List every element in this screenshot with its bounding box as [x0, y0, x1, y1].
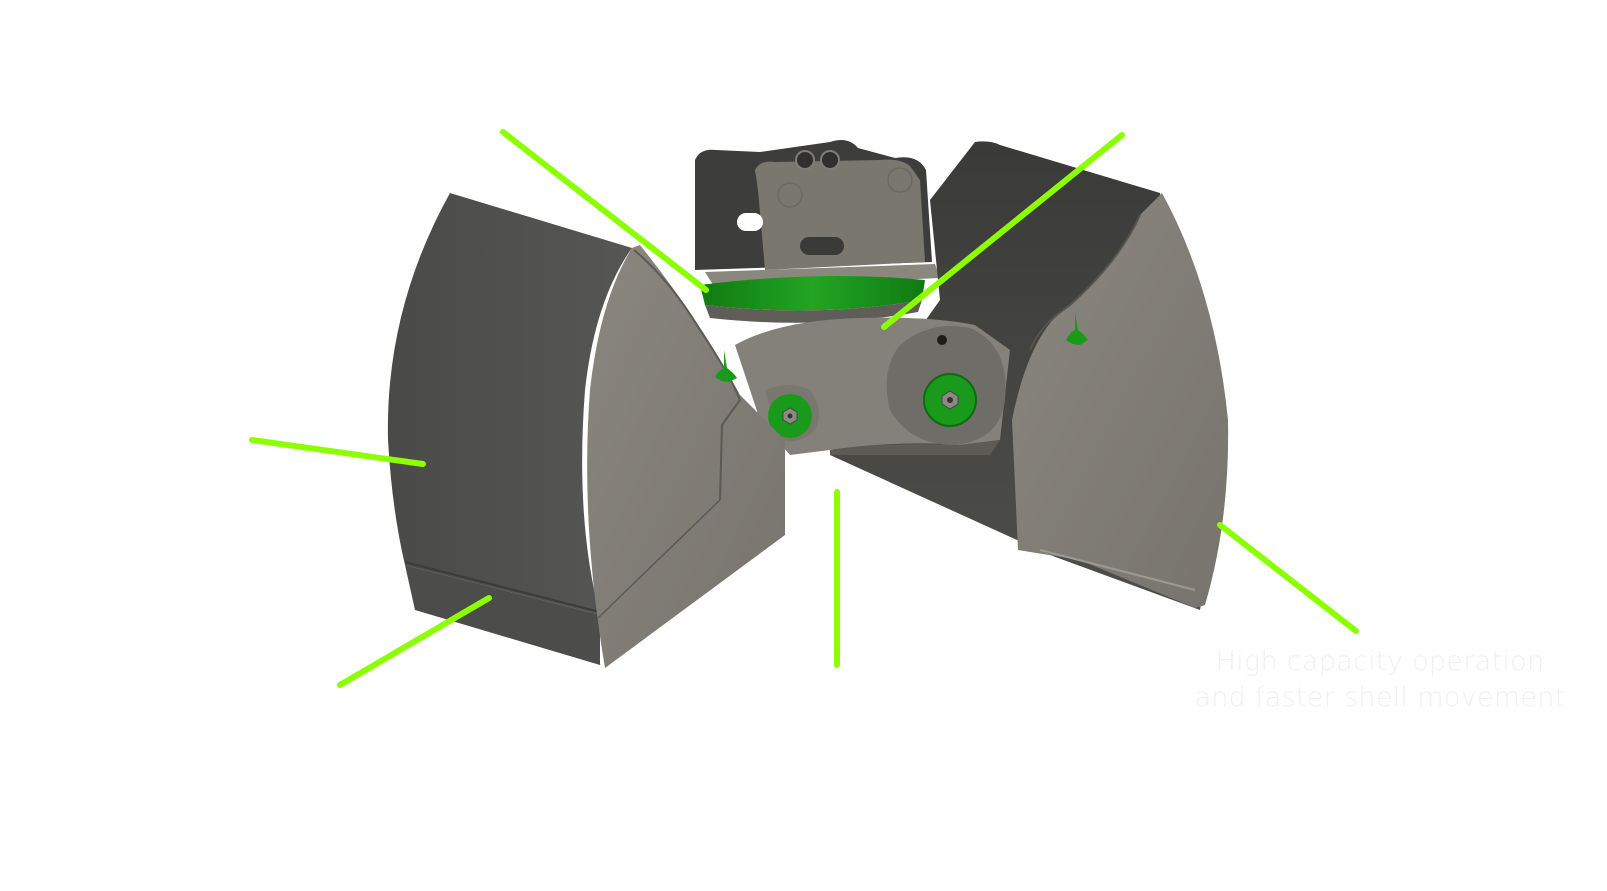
callout-line-bottom-right [1217, 522, 1359, 634]
right-shell [830, 141, 1229, 610]
bird-logo-right [1066, 312, 1088, 345]
callout-line-top-right [881, 132, 1125, 330]
right-pivot [886, 326, 1006, 445]
callout-lines [249, 129, 1359, 688]
callout-line-top-left [500, 129, 709, 293]
callout-line-left [249, 437, 426, 467]
bird-logo-left [715, 350, 737, 382]
caption-line-2: and faster shell movement [1194, 682, 1566, 713]
left-pivot [765, 385, 819, 442]
callout-line-bottom-left [337, 595, 492, 688]
feature-caption: High capacity operation and faster shell… [1180, 644, 1580, 716]
rotator-ring [700, 276, 925, 323]
top-mount-frame [695, 140, 940, 288]
left-shell [387, 193, 785, 668]
caption-line-1: High capacity operation [1215, 646, 1545, 677]
